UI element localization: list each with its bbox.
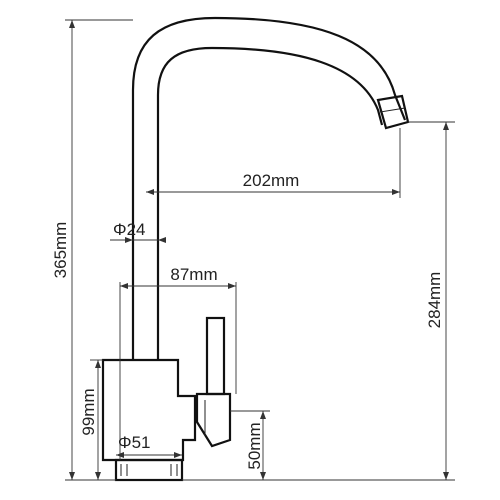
dim-handle-reach: 87mm [119,265,237,460]
dim-base-diameter: Φ51 [116,433,182,458]
faucet-outline [101,16,410,482]
label-spout-reach: 202mm [243,171,300,190]
dim-spout-reach: 202mm [146,128,401,198]
label-height-total: 365mm [51,222,70,279]
dim-overall-height: 365mm [51,19,133,481]
label-spout-height: 284mm [425,272,444,329]
label-handle-reach: 87mm [170,265,217,284]
label-pipe-diameter: Φ24 [113,220,145,239]
dim-body-height: 99mm [79,359,103,480]
label-lever-height: 50mm [245,422,264,469]
dim-pipe-diameter: Φ24 [110,220,166,243]
dim-lever-height: 50mm [230,410,270,480]
dim-spout-height: 284mm [182,121,455,481]
label-base-diameter: Φ51 [118,433,150,452]
label-body-height: 99mm [79,388,98,435]
